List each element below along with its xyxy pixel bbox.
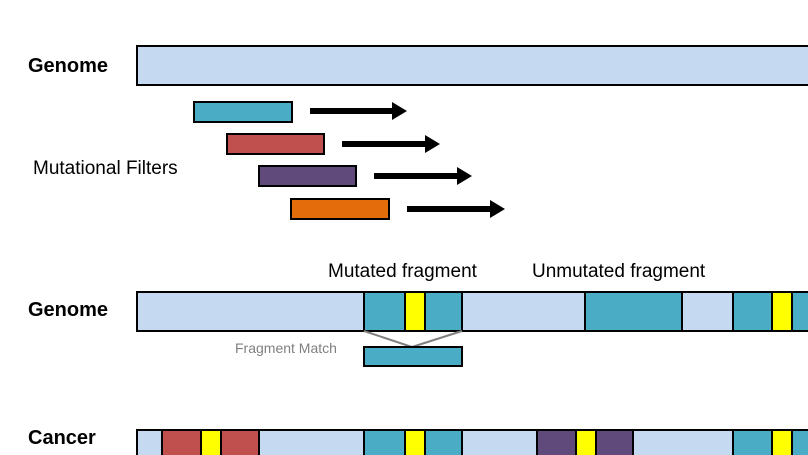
mutated-fragment	[363, 291, 463, 332]
arrow-icon	[374, 167, 472, 185]
mutation-marker	[771, 291, 793, 332]
mutation-marker	[200, 429, 222, 455]
mutation-marker	[404, 291, 426, 332]
mutation-marker	[771, 429, 793, 455]
purple-filter	[258, 165, 357, 187]
fragment-match-lines	[363, 330, 463, 348]
mutation-marker	[575, 429, 597, 455]
mutational-filters-label: Mutational Filters	[33, 158, 178, 179]
cancer-label: Cancer	[28, 427, 96, 449]
fragment-match-label: Fragment Match	[235, 340, 337, 356]
mutation-marker	[404, 429, 426, 455]
arrow-icon	[342, 135, 440, 153]
genome-bar-middle	[136, 291, 808, 332]
arrow-icon	[310, 102, 407, 120]
mutated-fragment	[732, 291, 808, 332]
genome-bar-top	[136, 45, 808, 86]
mutated-fragment-label: Mutated fragment	[328, 261, 478, 282]
teal-filter	[193, 101, 293, 123]
unmutated-fragment	[584, 291, 683, 332]
unmutated-fragment-label: Unmutated fragment	[532, 261, 706, 282]
cancer-genome-bar	[136, 429, 808, 455]
genome-label-top: Genome	[28, 55, 108, 77]
red-filter	[226, 133, 325, 155]
matched-filter-fragment	[363, 346, 463, 367]
teal-fragment	[732, 429, 808, 455]
orange-filter	[290, 198, 390, 220]
genome-label-middle: Genome	[28, 299, 108, 321]
arrow-icon	[407, 200, 505, 218]
